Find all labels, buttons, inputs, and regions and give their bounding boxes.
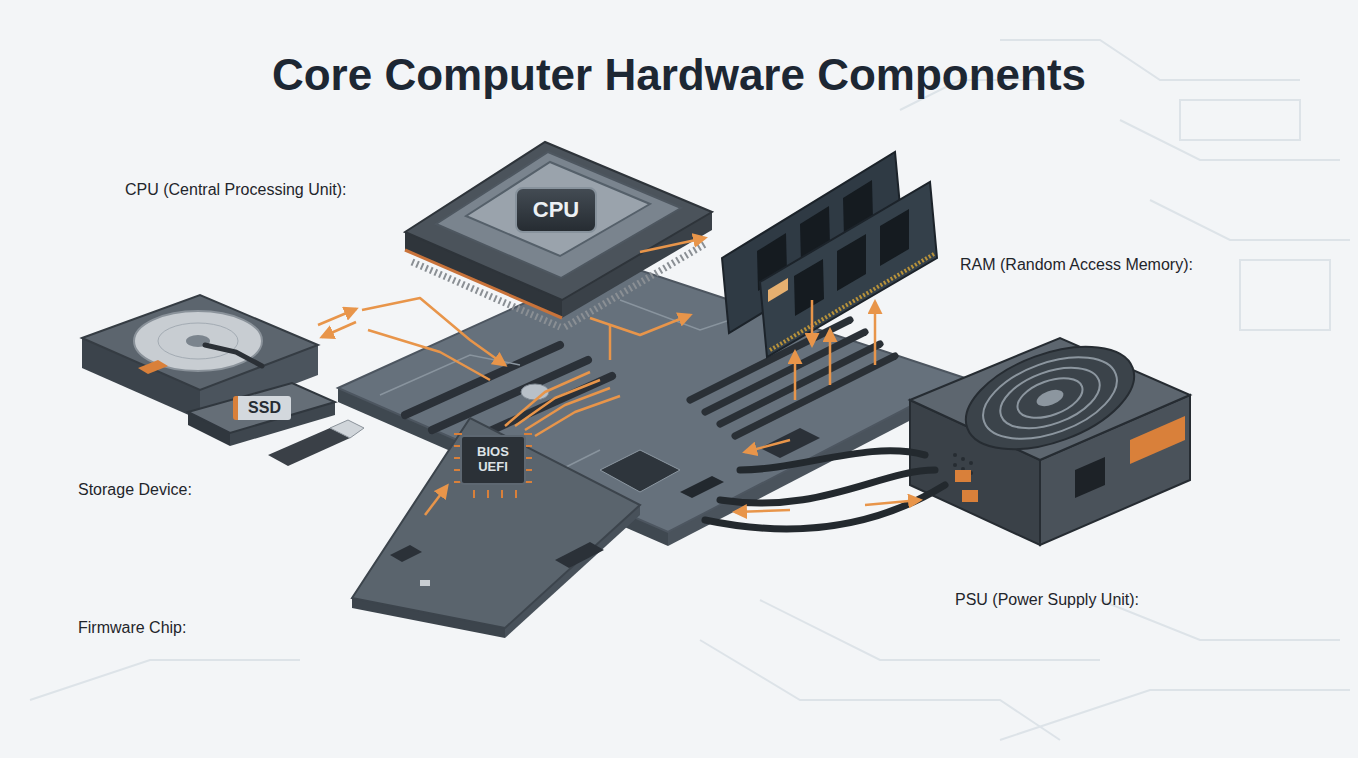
power-supply: [910, 327, 1190, 545]
component-label: RAM (Random Access Memory):: [960, 256, 1193, 274]
chip-label: CPU: [515, 187, 597, 233]
node-text: CPU: [533, 197, 579, 223]
component-label: Firmware Chip:: [78, 619, 186, 637]
cable-connectors: [955, 470, 978, 502]
component-label: CPU (Central Processing Unit):: [125, 181, 346, 199]
diagram-title: Core Computer Hardware Components: [0, 50, 1358, 100]
ram-modules: [722, 152, 937, 357]
component-label: PSU (Power Supply Unit):: [955, 591, 1139, 609]
component-label: Storage Device:: [78, 481, 192, 499]
flow-arrows: [318, 238, 920, 515]
firmware-board: [352, 418, 640, 638]
storage-devices: [82, 295, 364, 466]
background-circuit: [30, 40, 1350, 740]
drive-label: SSD: [233, 396, 291, 420]
power-cables: [705, 451, 945, 529]
node-text: SSD: [248, 399, 281, 417]
cpu-chip: [405, 142, 712, 327]
node-text: BIOS UEFI: [471, 445, 515, 475]
firmware-chip: BIOS UEFI: [460, 435, 526, 485]
